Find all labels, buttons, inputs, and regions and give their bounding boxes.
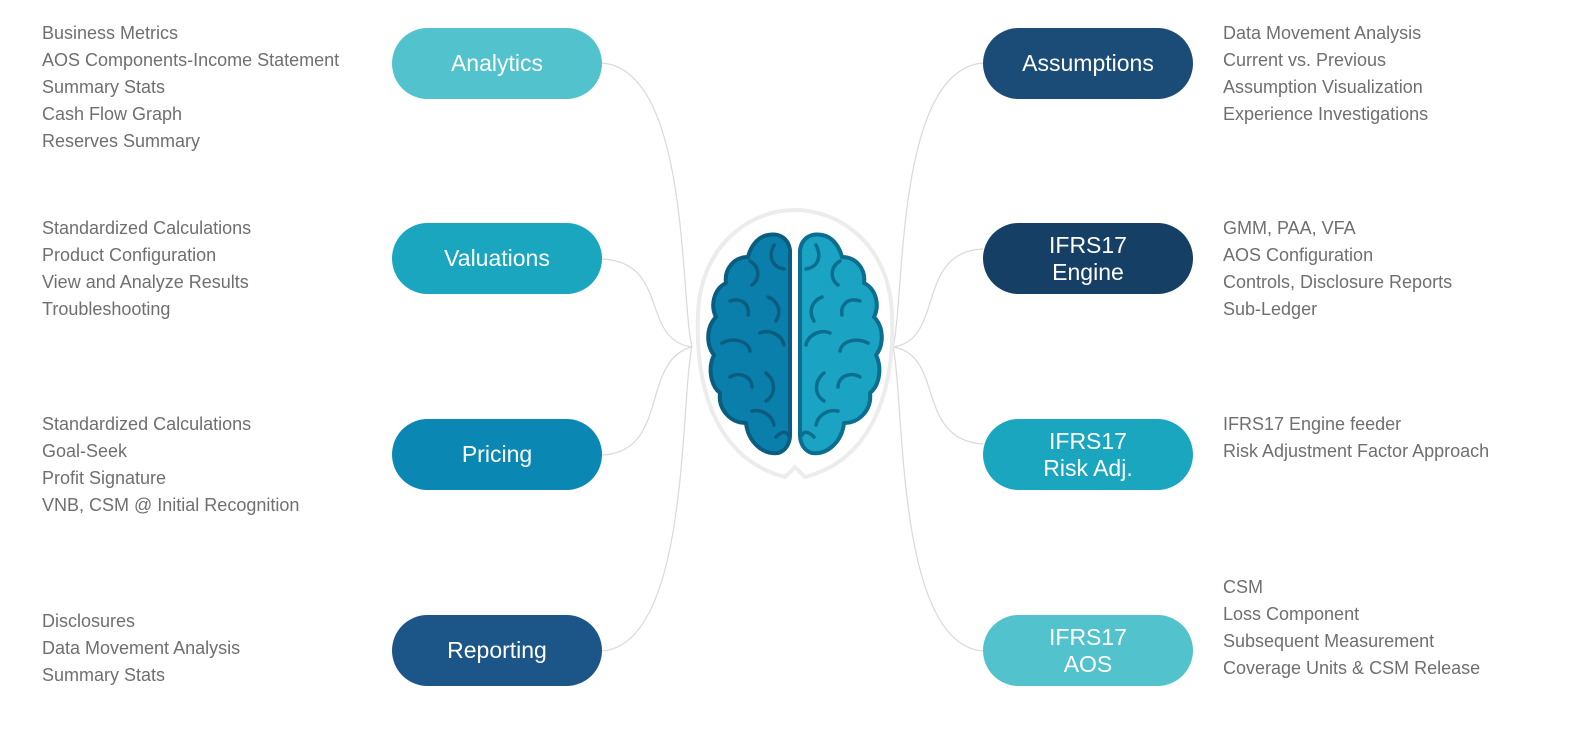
connector-ifrs17-risk-adj bbox=[892, 346, 984, 445]
list-item: GMM, PAA, VFA bbox=[1223, 218, 1356, 238]
list-item: Standardized Calculations bbox=[42, 218, 252, 238]
list-item: View and Analyze Results bbox=[42, 272, 249, 292]
list-item: Disclosures bbox=[42, 611, 136, 631]
list-item: Data Movement Analysis bbox=[1223, 23, 1422, 43]
list-item: VNB, CSM @ Initial Recognition bbox=[42, 495, 300, 515]
list-item: Coverage Units & CSM Release bbox=[1223, 658, 1481, 678]
list-item: CSM bbox=[1223, 577, 1263, 597]
ifrs17-aos-list: CSM Loss Component Subsequent Measuremen… bbox=[1223, 574, 1480, 682]
list-item: Goal-Seek bbox=[42, 441, 128, 461]
ifrs17-engine-node[interactable]: IFRS17 Engine bbox=[983, 223, 1193, 294]
connector-ifrs17-engine bbox=[892, 248, 984, 348]
list-item: Data Movement Analysis bbox=[42, 638, 241, 658]
analytics-list: Business Metrics AOS Components-Income S… bbox=[42, 20, 339, 155]
reporting-list: Disclosures Data Movement Analysis Summa… bbox=[42, 608, 240, 689]
list-item: Loss Component bbox=[1223, 604, 1360, 624]
connector-assumptions bbox=[892, 62, 984, 348]
assumptions-list: Data Movement Analysis Current vs. Previ… bbox=[1223, 20, 1428, 128]
ifrs17-aos-node[interactable]: IFRS17 AOS bbox=[983, 615, 1193, 686]
connector-ifrs17-aos bbox=[892, 346, 984, 652]
list-item: Product Configuration bbox=[42, 245, 217, 265]
assumptions-node[interactable]: Assumptions bbox=[983, 28, 1193, 99]
pricing-node[interactable]: Pricing bbox=[392, 419, 602, 490]
list-item: Current vs. Previous bbox=[1223, 50, 1387, 70]
connector-analytics bbox=[601, 62, 693, 348]
list-item: AOS Configuration bbox=[1223, 245, 1374, 265]
list-item: Sub-Ledger bbox=[1223, 299, 1318, 319]
list-item: IFRS17 Engine feeder bbox=[1223, 414, 1402, 434]
valuations-node[interactable]: Valuations bbox=[392, 223, 602, 294]
connector-valuations bbox=[601, 258, 693, 348]
list-item: Standardized Calculations bbox=[42, 414, 252, 434]
list-item: Cash Flow Graph bbox=[42, 104, 183, 124]
ifrs17-risk-adj-list: IFRS17 Engine feeder Risk Adjustment Fac… bbox=[1223, 411, 1489, 465]
list-item: Risk Adjustment Factor Approach bbox=[1223, 441, 1490, 461]
valuations-list: Standardized Calculations Product Config… bbox=[42, 215, 251, 323]
brain-icon bbox=[695, 207, 895, 480]
connector-pricing bbox=[601, 346, 693, 456]
list-item: Assumption Visualization bbox=[1223, 77, 1423, 97]
list-item: Summary Stats bbox=[42, 665, 166, 685]
list-item: Experience Investigations bbox=[1223, 104, 1429, 124]
list-item: Profit Signature bbox=[42, 468, 167, 488]
list-item: Subsequent Measurement bbox=[1223, 631, 1435, 651]
reporting-node[interactable]: Reporting bbox=[392, 615, 602, 686]
list-item: AOS Components-Income Statement bbox=[42, 50, 340, 70]
list-item: Reserves Summary bbox=[42, 131, 201, 151]
pricing-list: Standardized Calculations Goal-Seek Prof… bbox=[42, 411, 299, 519]
ifrs17-engine-list: GMM, PAA, VFA AOS Configuration Controls… bbox=[1223, 215, 1452, 323]
list-item: Controls, Disclosure Reports bbox=[1223, 272, 1453, 292]
list-item: Business Metrics bbox=[42, 23, 179, 43]
ifrs17-risk-adj-node[interactable]: IFRS17 Risk Adj. bbox=[983, 419, 1193, 490]
connector-reporting bbox=[601, 346, 693, 652]
analytics-node[interactable]: Analytics bbox=[392, 28, 602, 99]
list-item: Summary Stats bbox=[42, 77, 166, 97]
list-item: Troubleshooting bbox=[42, 299, 171, 319]
